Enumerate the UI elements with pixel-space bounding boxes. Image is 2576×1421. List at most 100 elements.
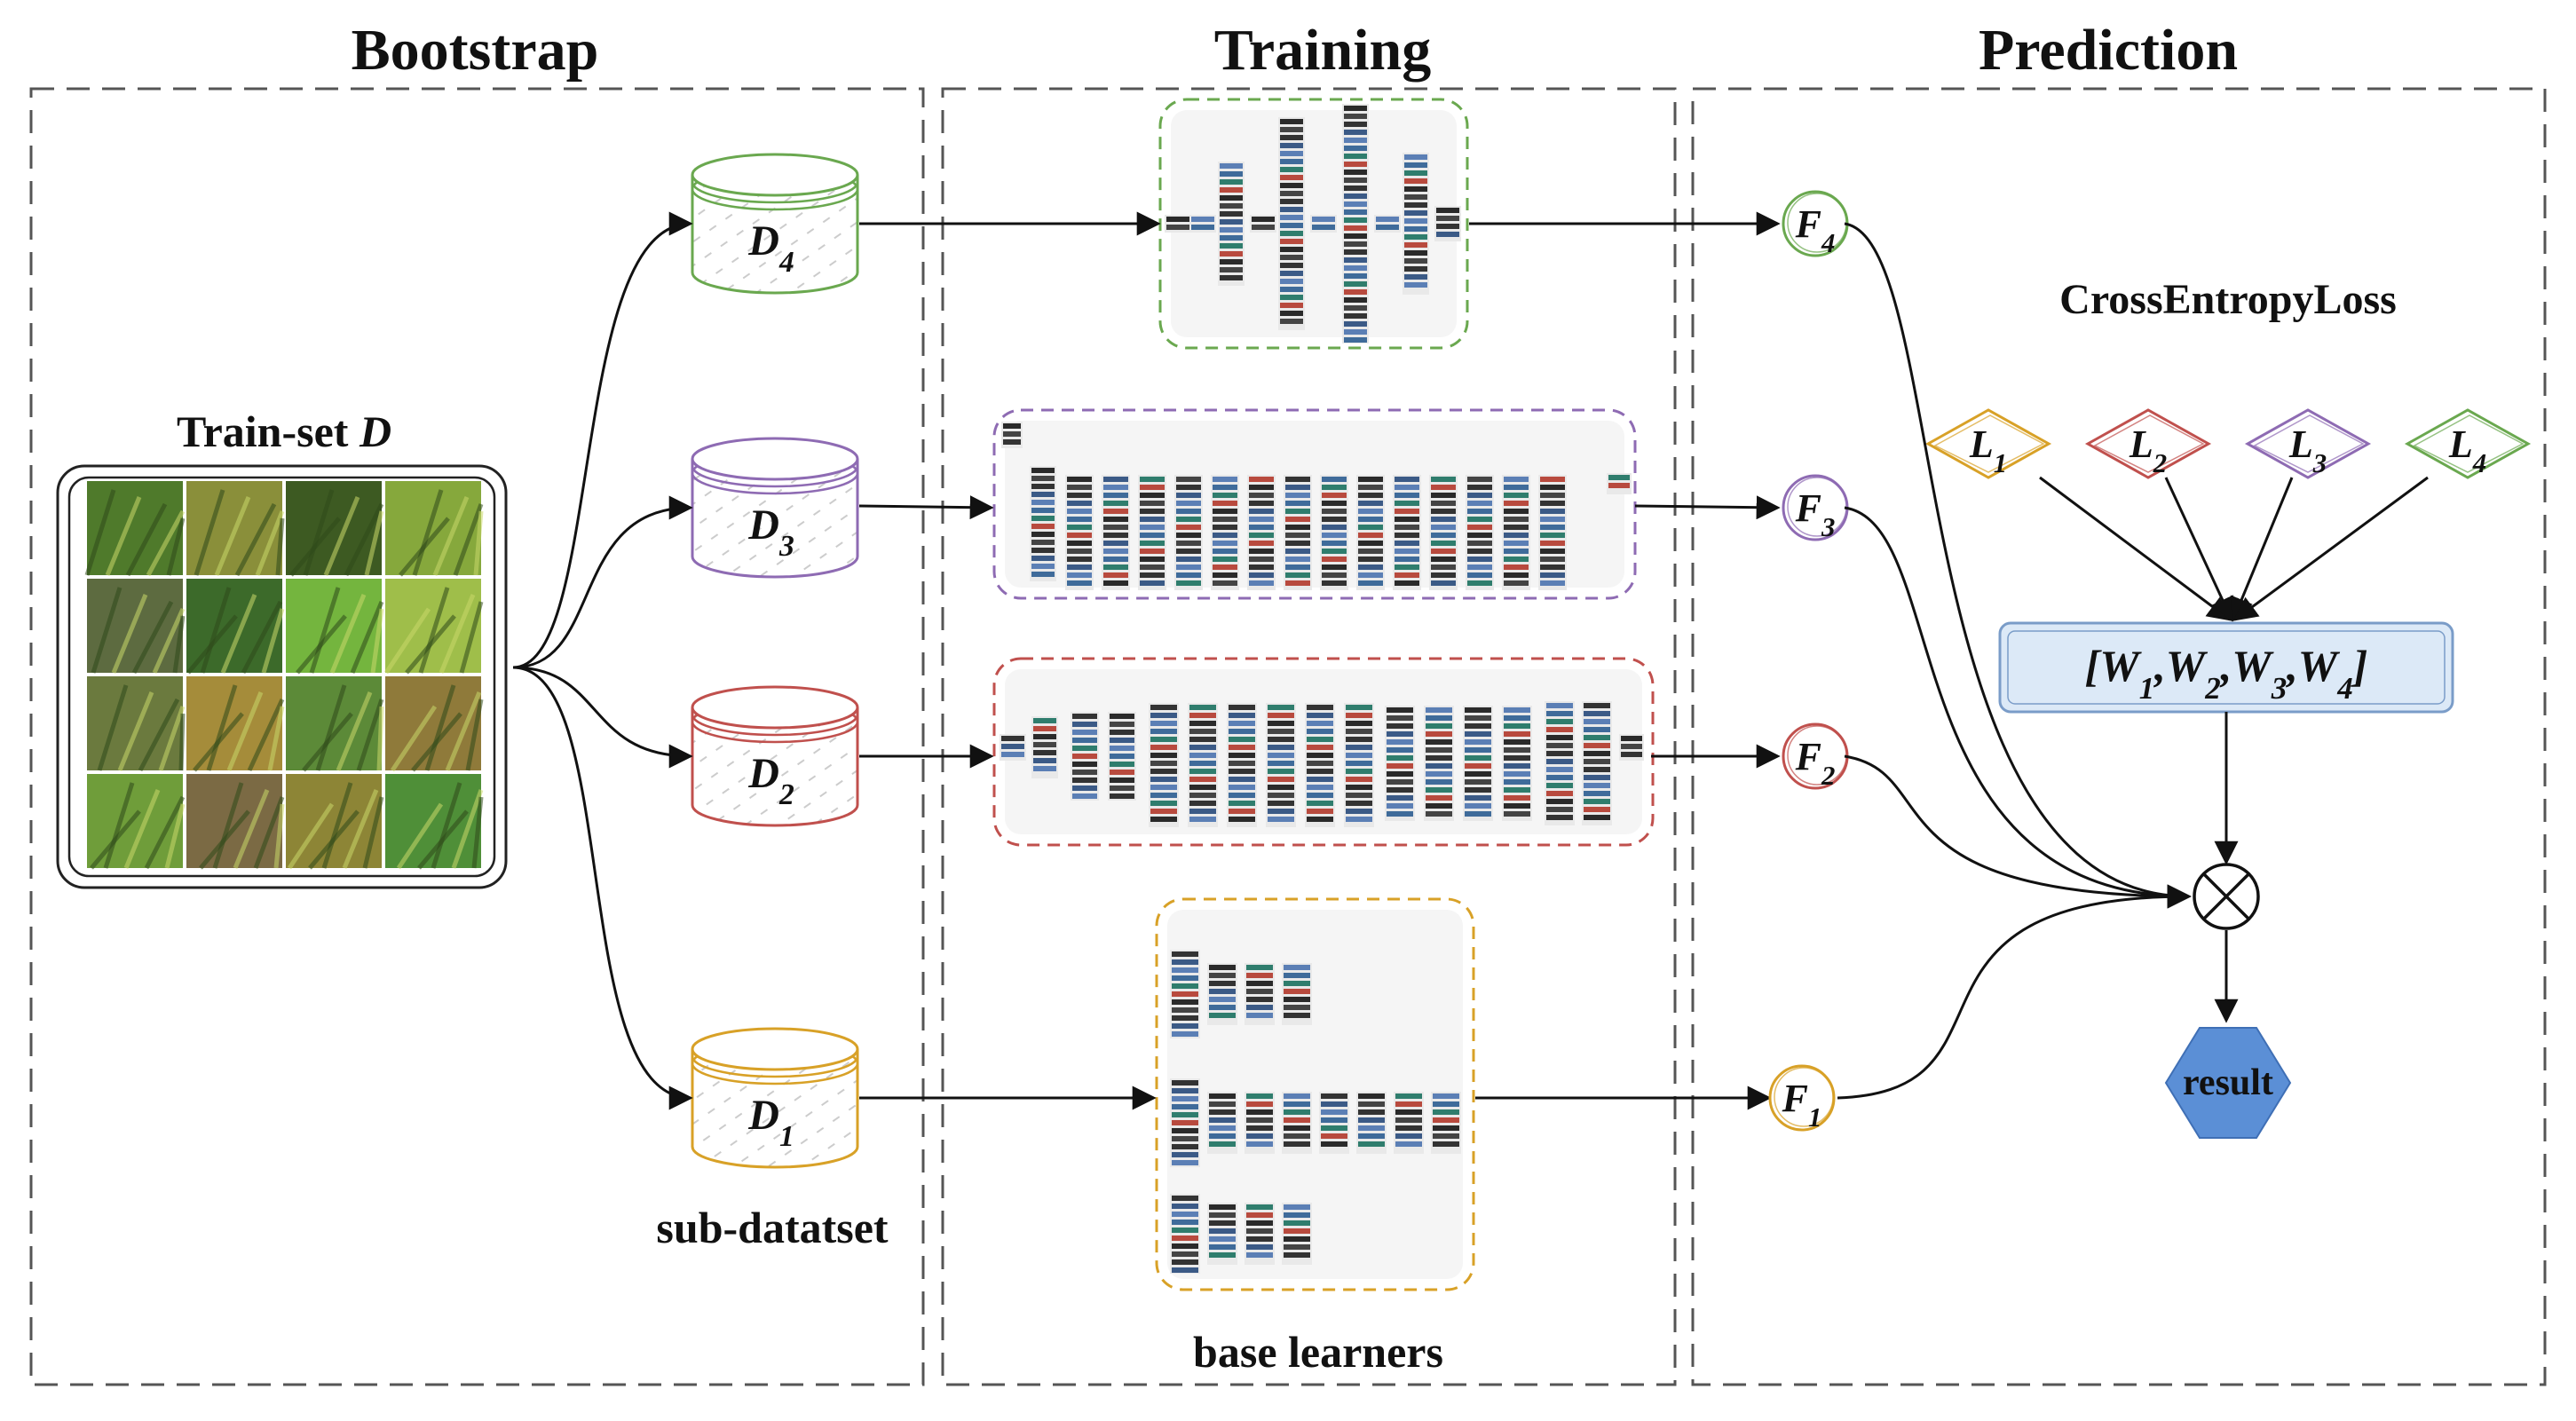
dataset-1-subscript: 1 bbox=[779, 1120, 794, 1153]
feature-2-symbol: F bbox=[1795, 735, 1821, 778]
leaf-photo-tile bbox=[385, 774, 484, 870]
leaf-photo-tile bbox=[383, 579, 484, 675]
leaf-photo-tile bbox=[286, 579, 384, 675]
loss-2-symbol: L bbox=[2129, 422, 2153, 466]
trainset-inner-border bbox=[67, 476, 496, 878]
section-title-bootstrap: Bootstrap bbox=[352, 18, 599, 83]
loss-title: CrossEntropyLoss bbox=[2059, 276, 2397, 323]
dataset-3-subscript: 3 bbox=[778, 530, 794, 563]
dataset-cylinder-1: D1 bbox=[691, 1027, 859, 1169]
loss-diamond-4: L4 bbox=[2404, 408, 2532, 479]
base-learner-1 bbox=[1155, 897, 1475, 1291]
weight-1-subscript: 1 bbox=[2139, 671, 2155, 706]
dataset-1-symbol: D bbox=[747, 1092, 779, 1139]
bootstrap-frame bbox=[29, 87, 925, 1386]
leaf-photo-tile bbox=[286, 676, 384, 772]
leaf-photo-tile bbox=[286, 774, 384, 870]
weights-separator: , bbox=[2153, 641, 2166, 691]
loss-diamond-2: L2 bbox=[2084, 408, 2212, 479]
arrow-f4-to-product bbox=[1844, 222, 2192, 909]
weight-2-subscript: 2 bbox=[2204, 671, 2221, 706]
feature-4-symbol: F bbox=[1795, 202, 1821, 246]
prediction-frame bbox=[1691, 87, 2547, 1386]
dataset-cylinder-3: D3 bbox=[691, 437, 859, 579]
feature-node-3: F3 bbox=[1782, 474, 1849, 542]
dataset-cylinder-2: D2 bbox=[691, 685, 859, 827]
base-learners-label: base learners bbox=[1193, 1327, 1443, 1377]
loss-3-symbol: L bbox=[2288, 422, 2313, 466]
weight-3-symbol: W bbox=[2232, 641, 2274, 691]
feature-3-symbol: F bbox=[1795, 486, 1821, 530]
leaf-photo-tile bbox=[385, 676, 484, 772]
loss-1-label: L1 bbox=[1969, 422, 2007, 478]
dataset-3-label: D3 bbox=[747, 501, 794, 563]
loss-1-subscript: 1 bbox=[1994, 448, 2007, 478]
leaf-photo-tile bbox=[87, 676, 186, 772]
dataset-3-symbol: D bbox=[747, 501, 779, 549]
weights-separator: , bbox=[2285, 641, 2298, 691]
trainset-label-main: Train-set bbox=[177, 407, 349, 456]
product-cross-b bbox=[2202, 872, 2250, 920]
feature-3-subscript: 3 bbox=[1821, 512, 1835, 542]
arrow-trainset-to-d4 bbox=[512, 211, 693, 669]
bootstrap-arrows bbox=[512, 211, 693, 1110]
feature-2-label: F2 bbox=[1795, 735, 1836, 791]
leaf-photo-tile bbox=[385, 481, 484, 577]
dataset-cylinder-4: D4 bbox=[691, 153, 859, 295]
arrow-l2-to-weights bbox=[2164, 477, 2234, 622]
section-title-training: Training bbox=[1214, 18, 1432, 83]
leaf-photo-tile bbox=[186, 481, 285, 577]
feature-node-2: F2 bbox=[1782, 722, 1849, 791]
loss-1-symbol: L bbox=[1969, 422, 1994, 466]
leaf-photo-tile bbox=[186, 579, 285, 675]
arrow-learner3-to-f3 bbox=[1634, 495, 1781, 520]
arrow-d3-to-learner3 bbox=[858, 495, 994, 520]
result-node: result bbox=[2164, 1027, 2292, 1139]
loss-4-symbol: L bbox=[2448, 422, 2473, 466]
base-learner-3 bbox=[992, 408, 1637, 600]
result-hexagon bbox=[2164, 1027, 2292, 1139]
loss-3-subscript: 3 bbox=[2312, 448, 2327, 478]
feature-node-4: F4 bbox=[1782, 190, 1849, 258]
weight-3-subscript: 3 bbox=[2271, 671, 2288, 706]
weights-box-inner bbox=[2007, 630, 2446, 705]
feature-4-subscript: 4 bbox=[1821, 228, 1835, 258]
weight-1-symbol: W bbox=[2099, 641, 2142, 691]
section-frames bbox=[29, 87, 2547, 1386]
dataset-2-symbol: D bbox=[747, 750, 779, 797]
trainset-label-var: D bbox=[359, 407, 391, 456]
dataset-2-label: D2 bbox=[747, 750, 794, 811]
weight-2-symbol: W bbox=[2166, 641, 2209, 691]
product-node bbox=[2193, 863, 2260, 930]
result-label: result bbox=[2183, 1062, 2273, 1103]
dataset-2-subscript: 2 bbox=[778, 778, 794, 811]
base-learner-4 bbox=[1158, 98, 1469, 350]
dataset-4-symbol: D bbox=[747, 217, 779, 264]
weights-separator: , bbox=[2219, 641, 2232, 691]
dataset-1-label: D1 bbox=[747, 1092, 794, 1153]
base-learner-2 bbox=[992, 657, 1655, 847]
loss-diamond-1: L1 bbox=[1924, 408, 2052, 479]
arrow-l3-to-weights bbox=[2230, 477, 2294, 622]
arrow-l4-to-weights bbox=[2232, 476, 2429, 621]
weights-vector: [W1,W2,W3,W4] bbox=[2085, 641, 2368, 706]
weights-open-bracket: [ bbox=[2085, 641, 2103, 691]
training-arrows bbox=[858, 211, 1781, 1110]
weights-close-bracket: ] bbox=[2351, 641, 2368, 691]
sub-dataset-label: sub-datatset bbox=[656, 1203, 888, 1252]
trainset-image-grid bbox=[84, 481, 484, 870]
dataset-4-subscript: 4 bbox=[778, 246, 794, 279]
weights-box: [W1,W2,W3,W4] bbox=[1998, 621, 2454, 714]
loss-diamond-3: L3 bbox=[2244, 408, 2372, 479]
dataset-4-label: D4 bbox=[747, 217, 794, 279]
arrow-f3-to-product bbox=[1844, 506, 2192, 909]
arrow-f2-to-product bbox=[1844, 754, 2192, 909]
leaf-photo-tile bbox=[186, 774, 285, 870]
loss-4-subscript: 4 bbox=[2472, 448, 2486, 478]
arrow-trainset-to-d3 bbox=[512, 495, 693, 669]
trainset-label: Train-set D bbox=[177, 407, 391, 456]
feature-1-symbol: F bbox=[1782, 1077, 1808, 1120]
weight-4-symbol: W bbox=[2298, 641, 2341, 691]
